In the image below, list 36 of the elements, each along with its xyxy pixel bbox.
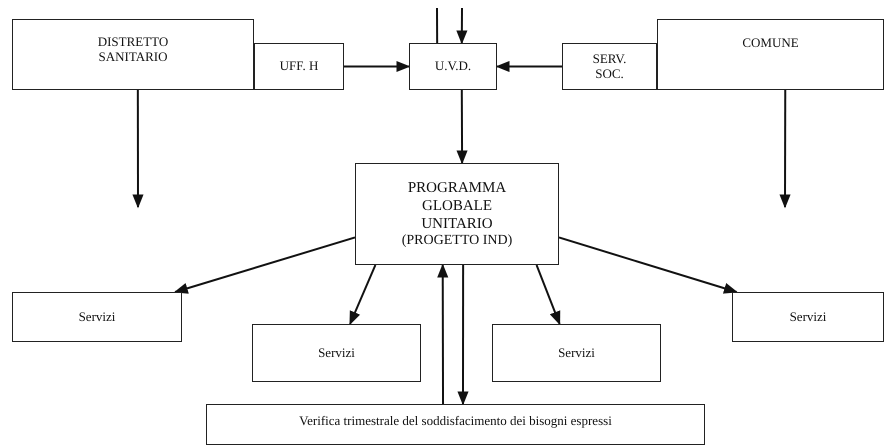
arrow [456, 8, 468, 44]
box-label: Servizi [790, 310, 826, 324]
arrow [779, 90, 791, 208]
box-label: Verifica trimestrale del soddisfacimento dei bisogni espressi [299, 414, 612, 429]
arrow [456, 90, 468, 164]
arrow [558, 236, 738, 294]
box-label: Servizi [558, 346, 595, 360]
arrow [344, 60, 410, 72]
process-box [206, 404, 705, 445]
process-box [732, 292, 884, 342]
process-box [409, 43, 497, 90]
process-box [492, 324, 661, 382]
box-label: Servizi [78, 310, 116, 324]
arrow [437, 264, 448, 404]
box-label: Servizi [318, 346, 355, 360]
box-sublabel: (PROGETTO IND) [402, 232, 512, 250]
process-box [562, 43, 657, 90]
process-box [12, 19, 254, 90]
box-label: COMUNE [742, 36, 799, 51]
arrow [174, 236, 356, 294]
arrow [457, 265, 469, 406]
process-box [252, 324, 421, 382]
box-label: UFF. H [280, 59, 318, 74]
box-label: DISTRETTO SANITARIO [96, 35, 170, 64]
connector-line [436, 8, 438, 43]
arrow [132, 90, 144, 208]
process-box [254, 43, 344, 90]
box-label: SERV. SOC. [592, 52, 628, 81]
process-box [12, 292, 182, 342]
arrow [349, 264, 376, 326]
box-label: PROGRAMMA GLOBALE UNITARIO [406, 178, 508, 233]
process-box [657, 19, 884, 90]
arrow [496, 60, 562, 72]
arrow [536, 264, 561, 326]
box-label: U.V.D. [434, 59, 472, 74]
process-box [355, 163, 559, 265]
